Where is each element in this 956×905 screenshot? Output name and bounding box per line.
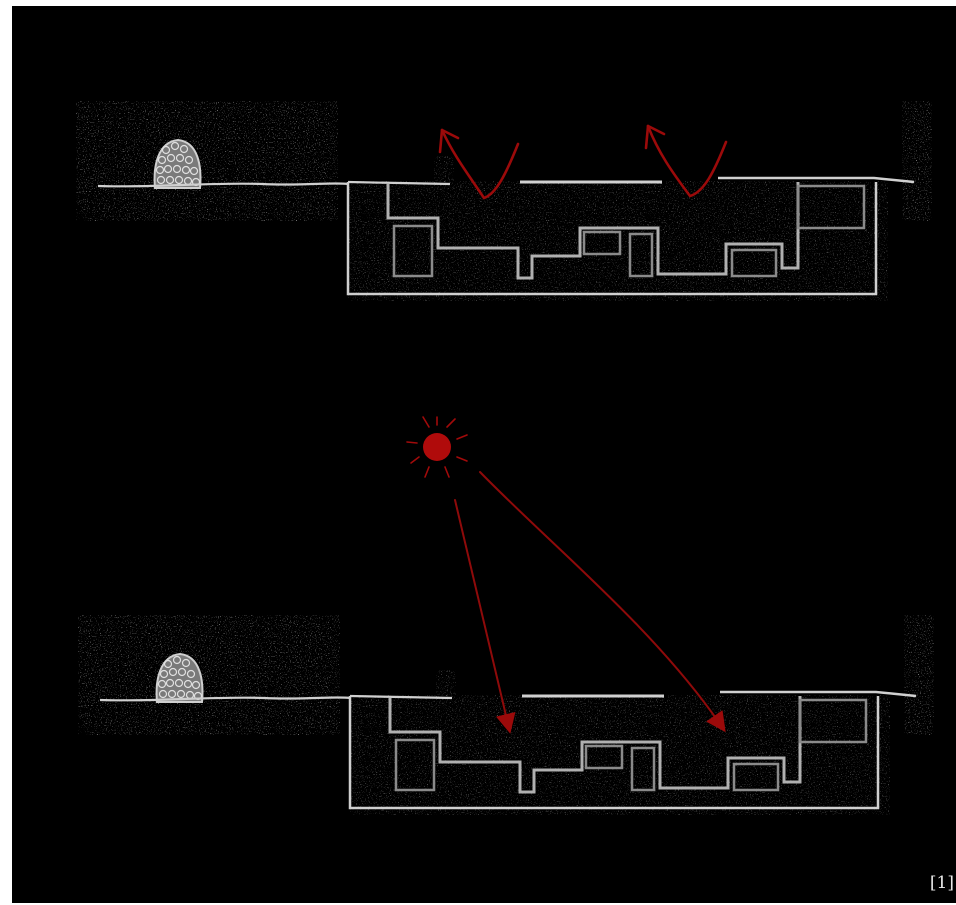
- top-section: [76, 101, 932, 301]
- sun-icon: [407, 417, 467, 477]
- sunlight-arrows-icon: [455, 472, 720, 724]
- reference-label: [1]: [930, 873, 954, 893]
- bottom-section: [78, 472, 934, 815]
- sketch-panel: [1]: [12, 6, 956, 903]
- section-drawings: [12, 6, 956, 903]
